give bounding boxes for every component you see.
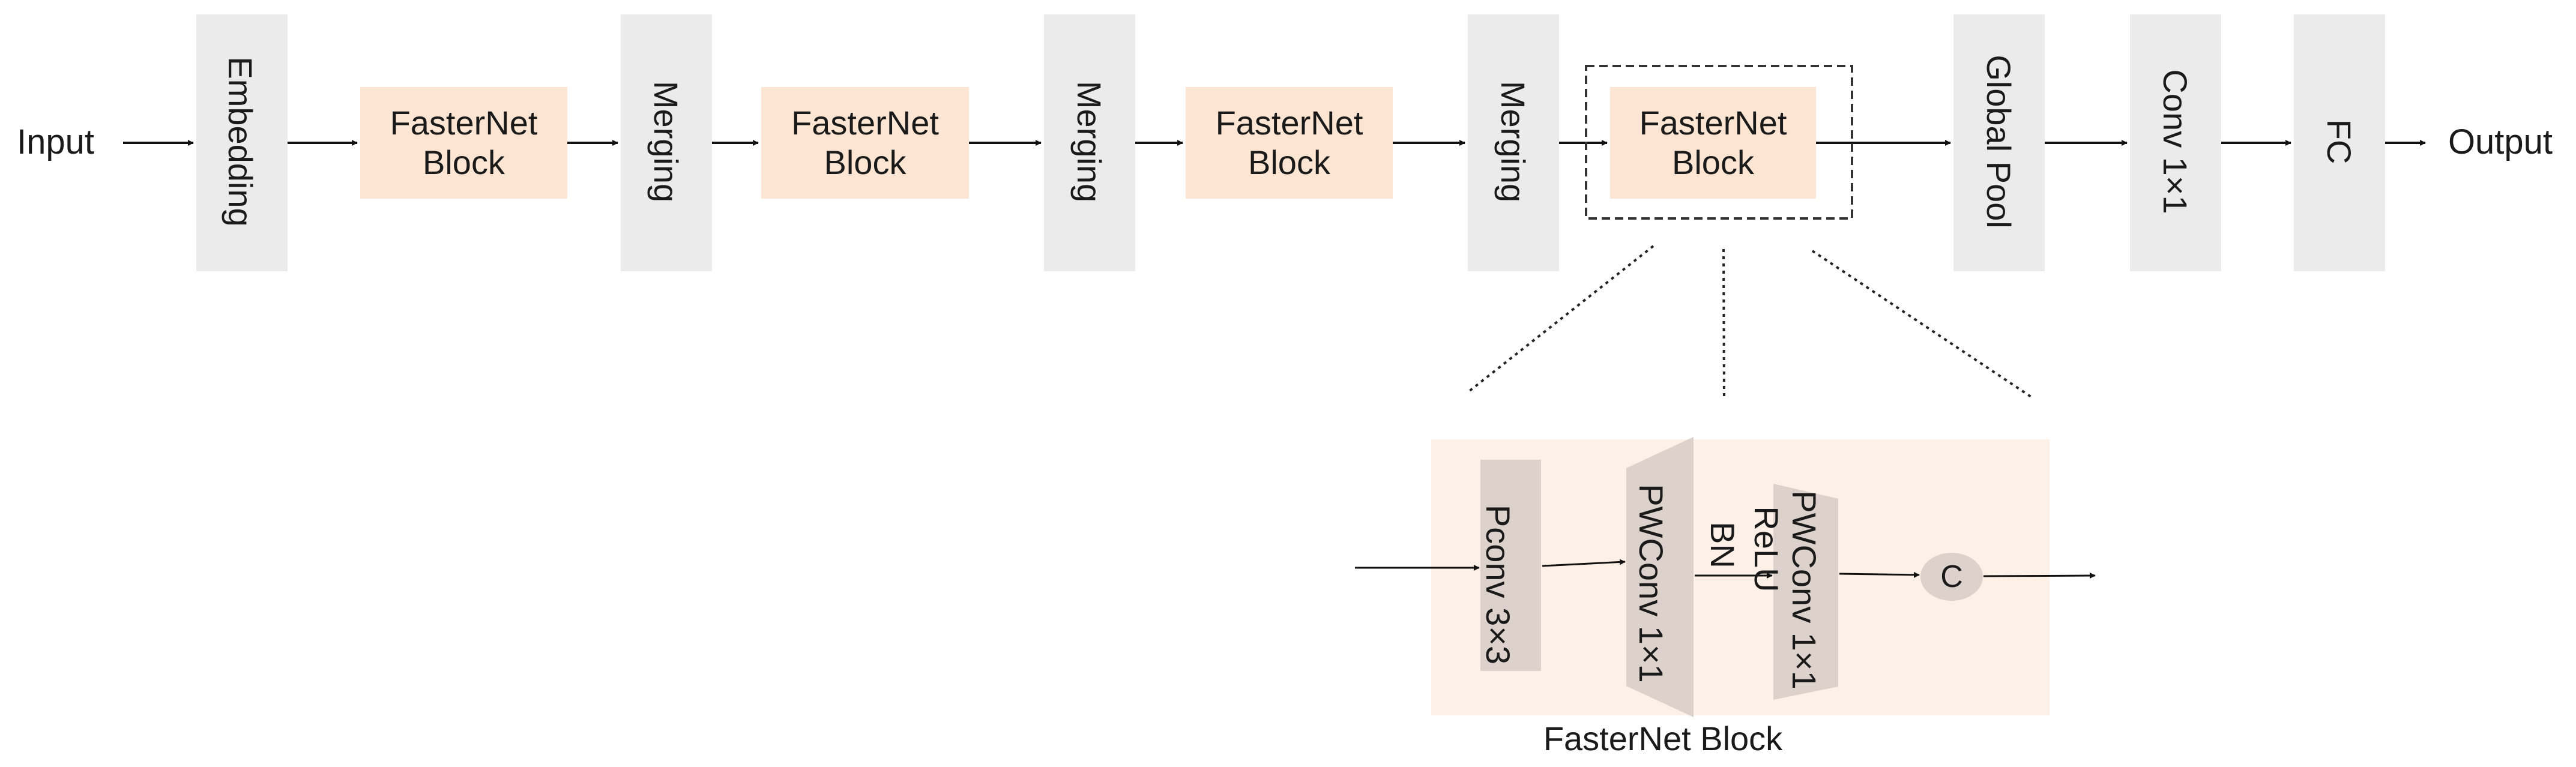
- merging1-label: Merging: [647, 80, 686, 203]
- pwconv1-box: [1626, 437, 1694, 717]
- input-label: Input: [17, 122, 94, 161]
- detail-arrow-pwconv-concat: [1839, 571, 1920, 578]
- merging1-box: [621, 14, 712, 271]
- conv1x1-label: Conv 1×1: [2156, 69, 2195, 214]
- detail-caption: FasterNet Block: [1543, 719, 1783, 757]
- pconv-box: [1480, 460, 1541, 671]
- block2-label: FasterNet Block: [791, 104, 939, 181]
- merging3-label: Merging: [1494, 80, 1533, 203]
- embedding-box: [196, 14, 288, 271]
- detail-arrow-pconv-pwconv: [1542, 559, 1626, 567]
- embedding-label: Embedding: [222, 56, 260, 227]
- merging2-label: Merging: [1070, 80, 1109, 203]
- merging2-box: [1044, 14, 1135, 271]
- block1-box: [360, 87, 567, 199]
- merging3-box: [1468, 14, 1559, 271]
- concat-node: [1920, 553, 1983, 601]
- block3-box: [1186, 87, 1393, 199]
- pwconv1-label: PWConv 1×1: [1632, 484, 1671, 683]
- bn-label: BN: [1704, 522, 1742, 568]
- global-pool-box: [1953, 14, 2045, 271]
- global-pool-label: Global Pool: [1980, 55, 2018, 229]
- block2-box: [761, 87, 969, 199]
- pconv-label: Pconv 3×3: [1479, 504, 1518, 665]
- block4-label: FasterNet Block: [1639, 104, 1787, 181]
- pwconv2-box: [1773, 484, 1838, 700]
- fc-label: FC: [2320, 119, 2359, 164]
- conv1x1-box: [2130, 14, 2221, 271]
- zoom-highlight-box: [1585, 65, 1853, 220]
- zoom-line-left: [1468, 245, 1654, 393]
- fc-box: [2294, 14, 2385, 271]
- block4-box: [1610, 87, 1816, 199]
- zoom-line-right: [1811, 250, 2034, 399]
- output-label: Output: [2448, 122, 2553, 161]
- block1-label: FasterNet Block: [390, 104, 538, 181]
- pwconv2-label: PWConv 1×1: [1785, 490, 1824, 690]
- block3-label: FasterNet Block: [1215, 104, 1363, 181]
- concat-label: C: [1940, 559, 1963, 594]
